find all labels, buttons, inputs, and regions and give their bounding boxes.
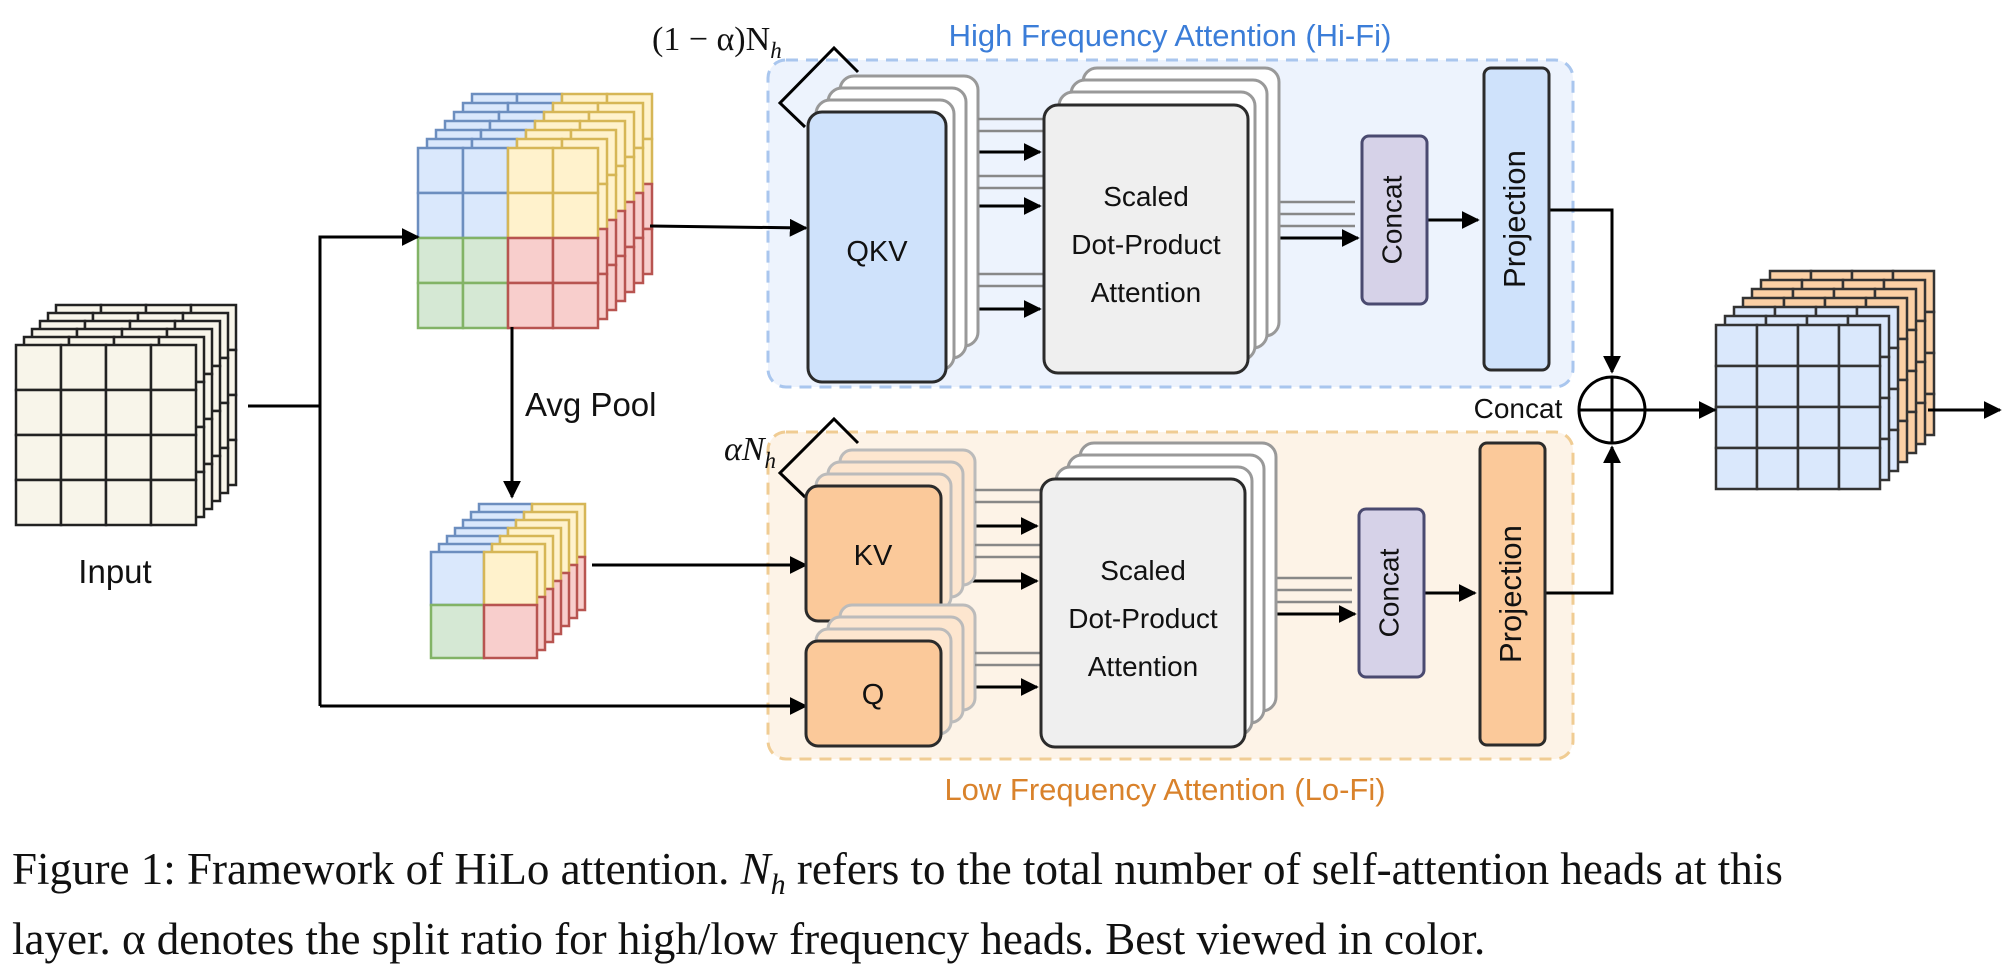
hifi-attention-stack [1042, 66, 1281, 375]
pooled-feature-stack [429, 502, 587, 660]
split-to-top-arrow [318, 228, 420, 706]
lofi-heads-main: αN [724, 431, 767, 468]
avgpool-label: Avg Pool [525, 386, 656, 423]
lofi-heads-bracket [777, 416, 860, 499]
top-to-qkv-arrow [649, 218, 808, 237]
hifi-heads-bracket [777, 45, 860, 129]
caption-line-1: Figure 1: Framework of HiLo attention. N… [12, 842, 2007, 912]
oplus-icon [1577, 375, 1647, 445]
q-label: Q [862, 679, 885, 711]
lofi-proj-to-oplus [1545, 445, 1621, 595]
lofi-projection-box [1478, 441, 1547, 747]
lofi-projection-label: Projection [1493, 525, 1528, 663]
hifi-head-lines [978, 117, 1355, 288]
kv-stack [804, 448, 977, 623]
output-concat-label: Concat [1474, 393, 1563, 424]
hifi-heads-label: (1 − α)Nh [652, 21, 782, 63]
output-feature-stack [1714, 269, 1936, 491]
lofi-attention-line-2: Dot-Product [1068, 603, 1218, 634]
q-stack [804, 603, 977, 748]
qkv-label: QKV [846, 236, 908, 268]
lofi-heads-sub: h [765, 448, 777, 473]
hifi-attention-line-3: Attention [1091, 277, 1202, 308]
figure-caption: Figure 1: Framework of HiLo attention. N… [12, 842, 2007, 966]
lofi-attention-stack [1039, 441, 1278, 749]
lofi-concat-box [1357, 507, 1426, 679]
hifi-projection-label: Projection [1497, 150, 1532, 288]
lofi-attention-box [1039, 477, 1247, 749]
input-label: Input [78, 553, 151, 590]
q-box [804, 639, 943, 748]
connections [248, 143, 2002, 715]
hifi-attention-line-2: Dot-Product [1071, 229, 1221, 260]
input-feature-stack [14, 303, 238, 527]
lofi-concat-label: Concat [1373, 548, 1404, 637]
hifi-projection-box [1482, 66, 1551, 372]
caption-line1-post: refers to the total number of self-atten… [796, 844, 1783, 894]
lofi-title: Low Frequency Attention (Lo-Fi) [944, 772, 1385, 807]
hifi-concat-box [1360, 134, 1429, 306]
caption-line1-symbol: N [740, 844, 771, 894]
hifi-heads-main: (1 − α)N [652, 21, 770, 58]
qkv-box [806, 110, 948, 384]
hifi-attention-box [1042, 103, 1250, 375]
caption-line-2: layer. α denotes the split ratio for hig… [12, 914, 1486, 964]
kv-label: KV [854, 540, 893, 572]
lofi-heads-label: αNh [724, 431, 776, 473]
caption-line1-symbol-sub: h [770, 868, 786, 901]
hifi-heads-sub: h [770, 38, 782, 63]
hifi-title: High Frequency Attention (Hi-Fi) [949, 18, 1392, 53]
hifi-proj-to-oplus [1549, 208, 1621, 374]
hifi-attention-line-1: Scaled [1103, 181, 1189, 212]
qkv-stack [806, 74, 980, 384]
lofi-attention-line-1: Scaled [1100, 555, 1186, 586]
hifi-concat-label: Concat [1376, 175, 1407, 264]
lofi-head-lines [975, 488, 1352, 667]
caption-line1-pre: Figure 1: Framework of HiLo attention. [12, 844, 730, 894]
lofi-attention-line-3: Attention [1088, 651, 1199, 682]
hifi-feature-stack [416, 92, 654, 330]
